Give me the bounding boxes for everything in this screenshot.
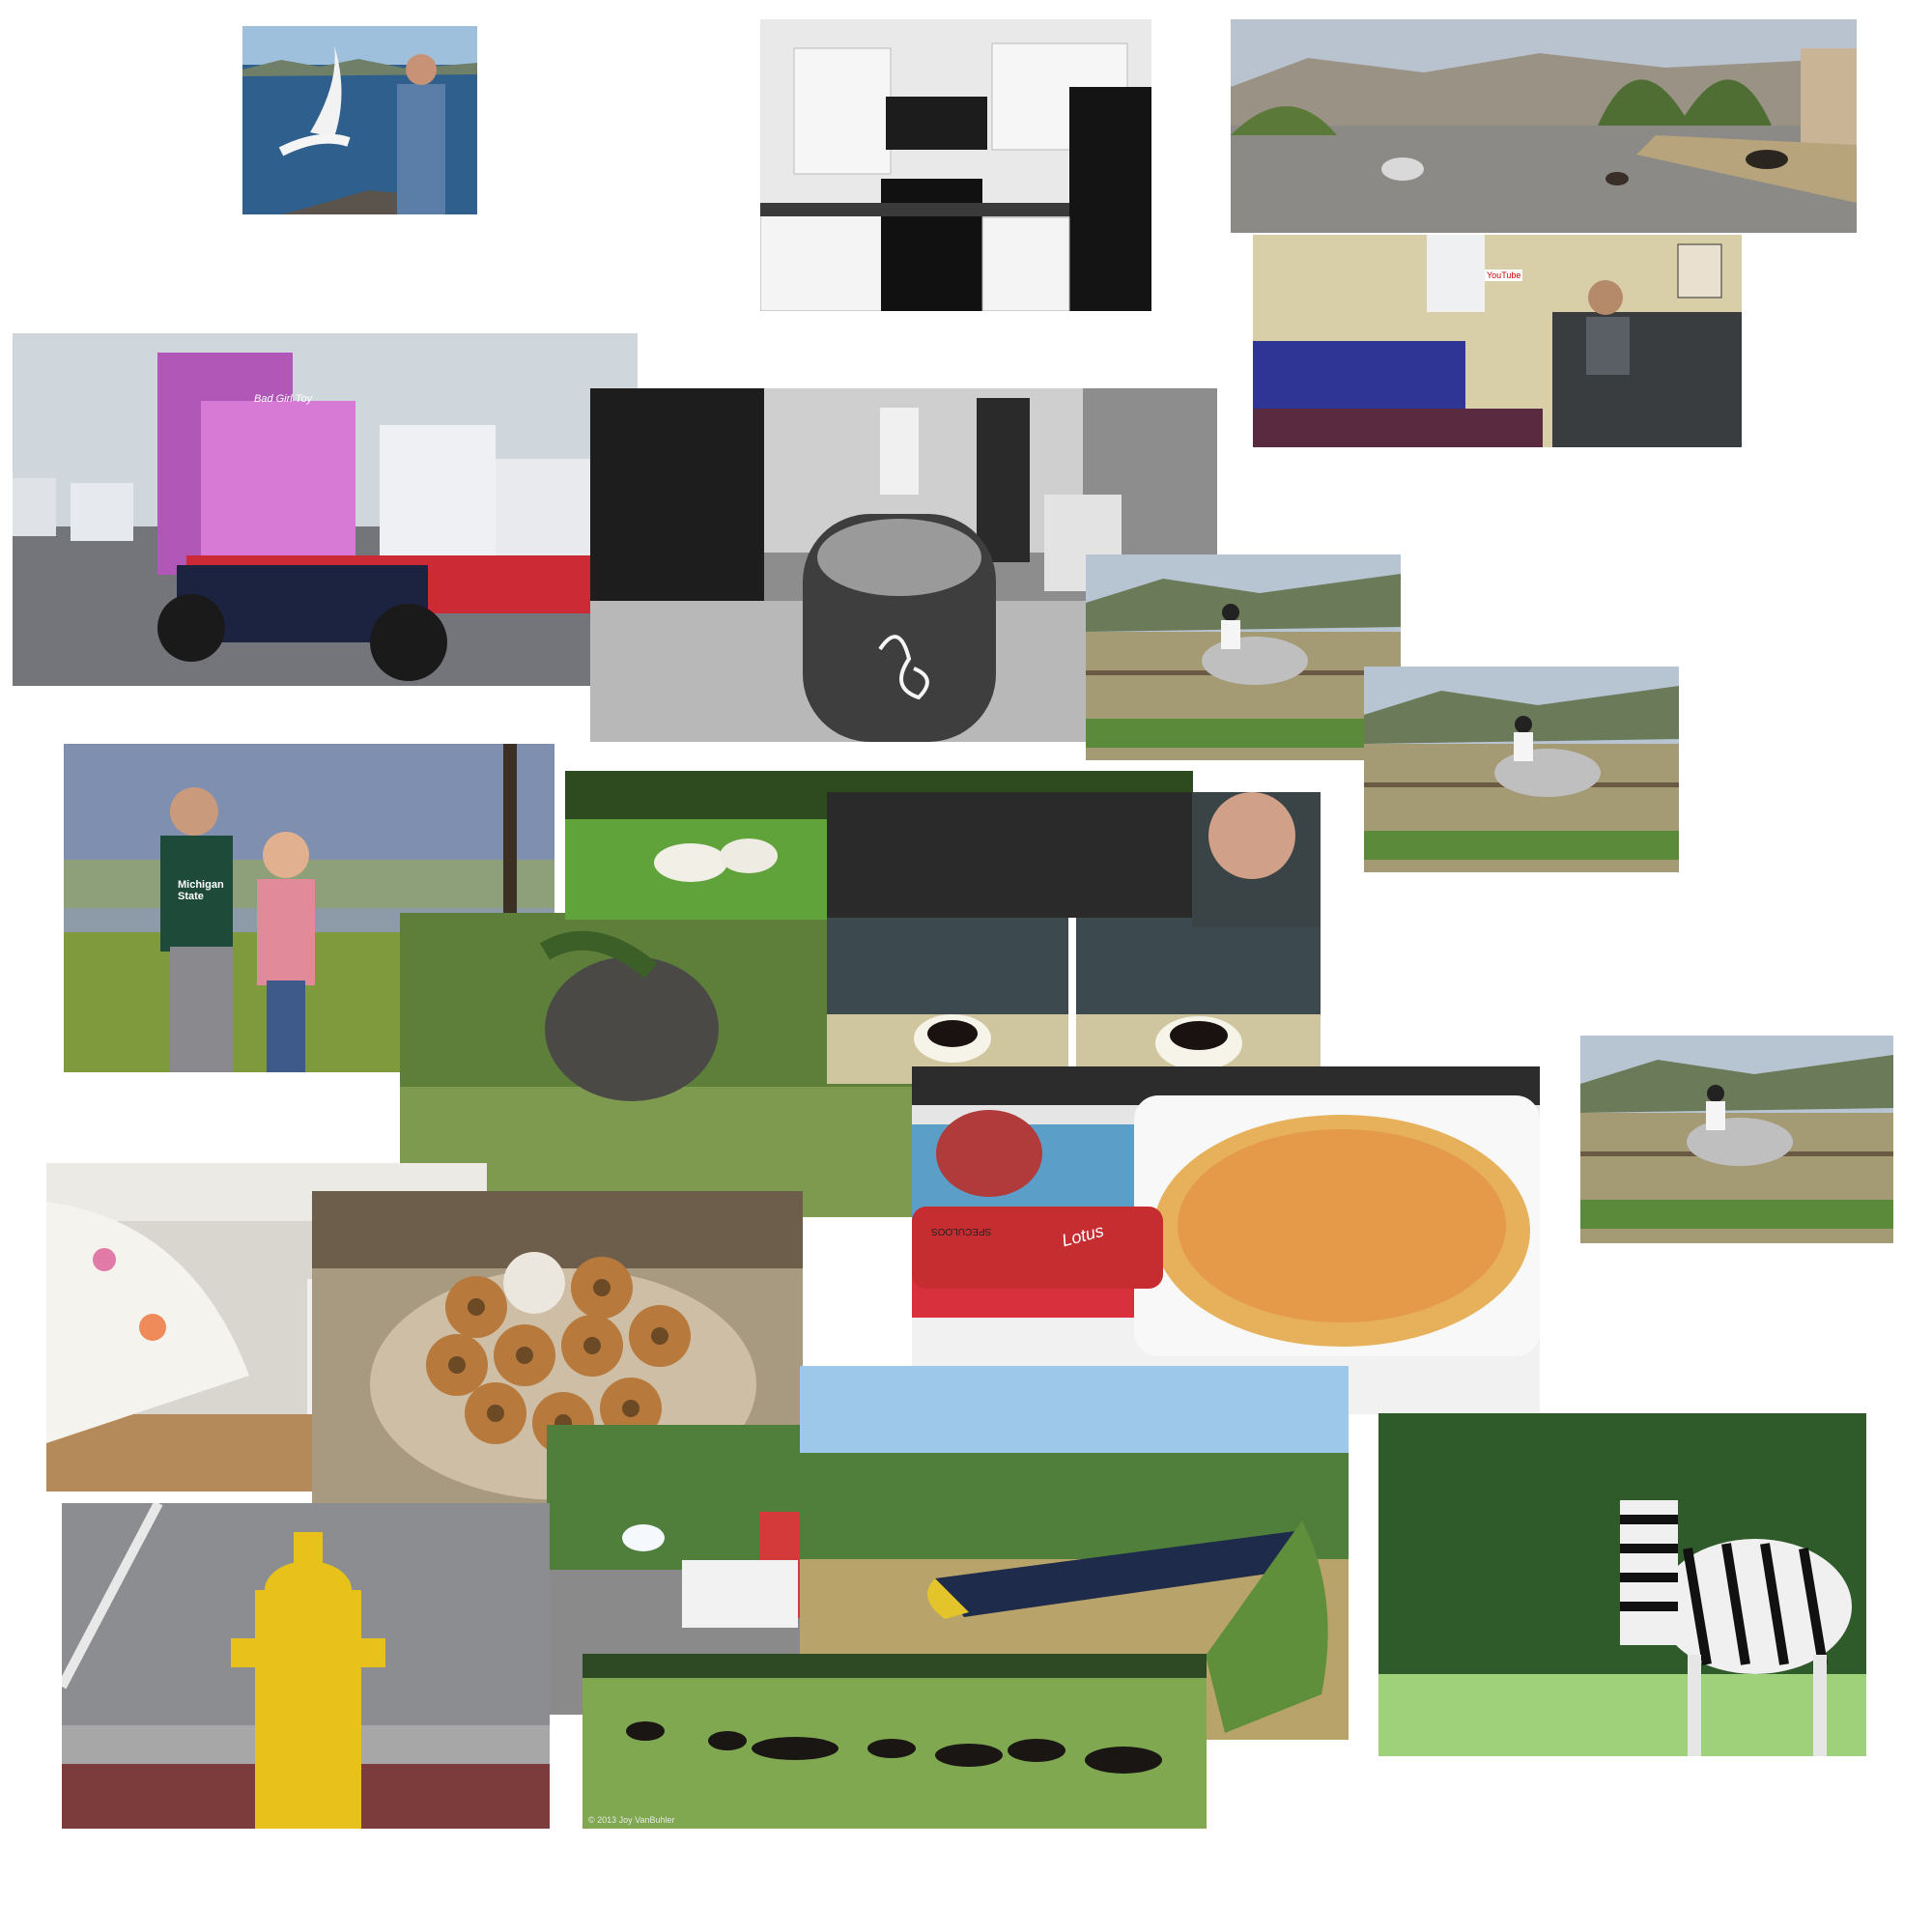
photo-cows-field: © 2013 Joy VanBuhler: [582, 1654, 1207, 1829]
sweatshirt-text: Michigan State: [178, 879, 224, 903]
photo-horse-jump-3: [1580, 1036, 1893, 1243]
photo-horses-road: [1231, 19, 1857, 233]
youtube-sign: YouTube: [1485, 270, 1523, 281]
photo-woman-coffee: [827, 792, 1321, 1084]
photo-kitchen: [760, 19, 1151, 311]
photo-horse-jump-2: [1364, 667, 1679, 872]
truck-plate-text: Bad Girl Toy: [254, 393, 313, 405]
biscuit-side-text: SPECULOOS: [931, 1226, 992, 1236]
photo-horse-jump-1: [1086, 554, 1401, 760]
photo-trucks: Bad Girl Toy: [13, 333, 638, 686]
photo-credit: © 2013 Joy VanBuhler: [588, 1815, 675, 1825]
photo-zebra: [1378, 1413, 1866, 1756]
photo-pizza-tray: Lotus SPECULOOS: [912, 1066, 1540, 1414]
photo-bedroom-couch: YouTube: [1253, 235, 1742, 447]
photo-fire-hydrant: [62, 1503, 550, 1829]
photo-seagull-feeding: [242, 26, 477, 214]
